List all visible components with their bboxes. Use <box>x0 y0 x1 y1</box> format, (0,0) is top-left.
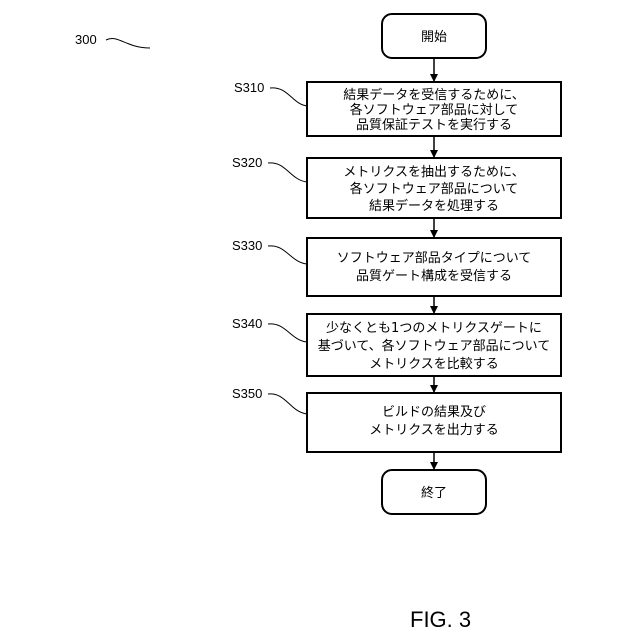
figure-ref-number: 300 <box>75 32 97 47</box>
figure-caption: FIG. 3 <box>410 607 471 632</box>
step-s310: 結果データを受信するために、 各ソフトウェア部品に対して 品質保証テストを実行す… <box>307 82 561 136</box>
step-s320: メトリクスを抽出するために、 各ソフトウェア部品について 結果データを処理する <box>307 158 561 218</box>
end-terminal-label: 終了 <box>421 485 447 501</box>
step-s340-line-1: 少なくとも1つのメトリクスゲートに <box>326 321 542 336</box>
start-terminal: 開始 <box>382 14 486 58</box>
step-s330: ソフトウェア部品タイプについて 品質ゲート構成を受信する <box>307 238 561 296</box>
figure-ref-leader <box>106 39 150 48</box>
step-s330-line-1: ソフトウェア部品タイプについて <box>337 251 532 266</box>
end-terminal: 終了 <box>382 470 486 514</box>
step-s310-line-1: 結果データを受信するために、 <box>343 87 525 103</box>
step-s340-line-2: 基づいて、各ソフトウェア部品について <box>318 338 551 354</box>
step-s310-line-2: 各ソフトウェア部品に対して <box>350 102 519 118</box>
step-s310-line-3: 品質保証テストを実行する <box>356 117 512 133</box>
step-s310-label: S310 <box>234 80 264 95</box>
step-s340-leader <box>268 324 307 342</box>
step-s320-line-3: 結果データを処理する <box>369 198 499 214</box>
step-s330-leader <box>268 246 307 264</box>
step-s340-line-3: メトリクスを比較する <box>369 357 499 372</box>
step-s320-leader <box>268 163 307 182</box>
step-s320-label: S320 <box>232 155 262 170</box>
step-s350-leader <box>268 394 307 414</box>
step-s350: ビルドの結果及び メトリクスを出力する <box>307 393 561 452</box>
start-terminal-label: 開始 <box>421 30 447 45</box>
step-s310-leader <box>270 88 307 106</box>
step-s330-line-2: 品質ゲート構成を受信する <box>356 269 512 284</box>
step-s340-label: S340 <box>232 316 262 331</box>
step-s340: 少なくとも1つのメトリクスゲートに 基づいて、各ソフトウェア部品について メトリ… <box>307 314 561 376</box>
step-s320-line-2: 各ソフトウェア部品について <box>350 181 519 197</box>
step-s330-label: S330 <box>232 238 262 253</box>
step-s350-line-1: ビルドの結果及び <box>382 405 486 420</box>
step-s350-line-2: メトリクスを出力する <box>369 423 499 438</box>
step-s350-label: S350 <box>232 386 262 401</box>
step-s320-line-1: メトリクスを抽出するために、 <box>343 165 524 180</box>
